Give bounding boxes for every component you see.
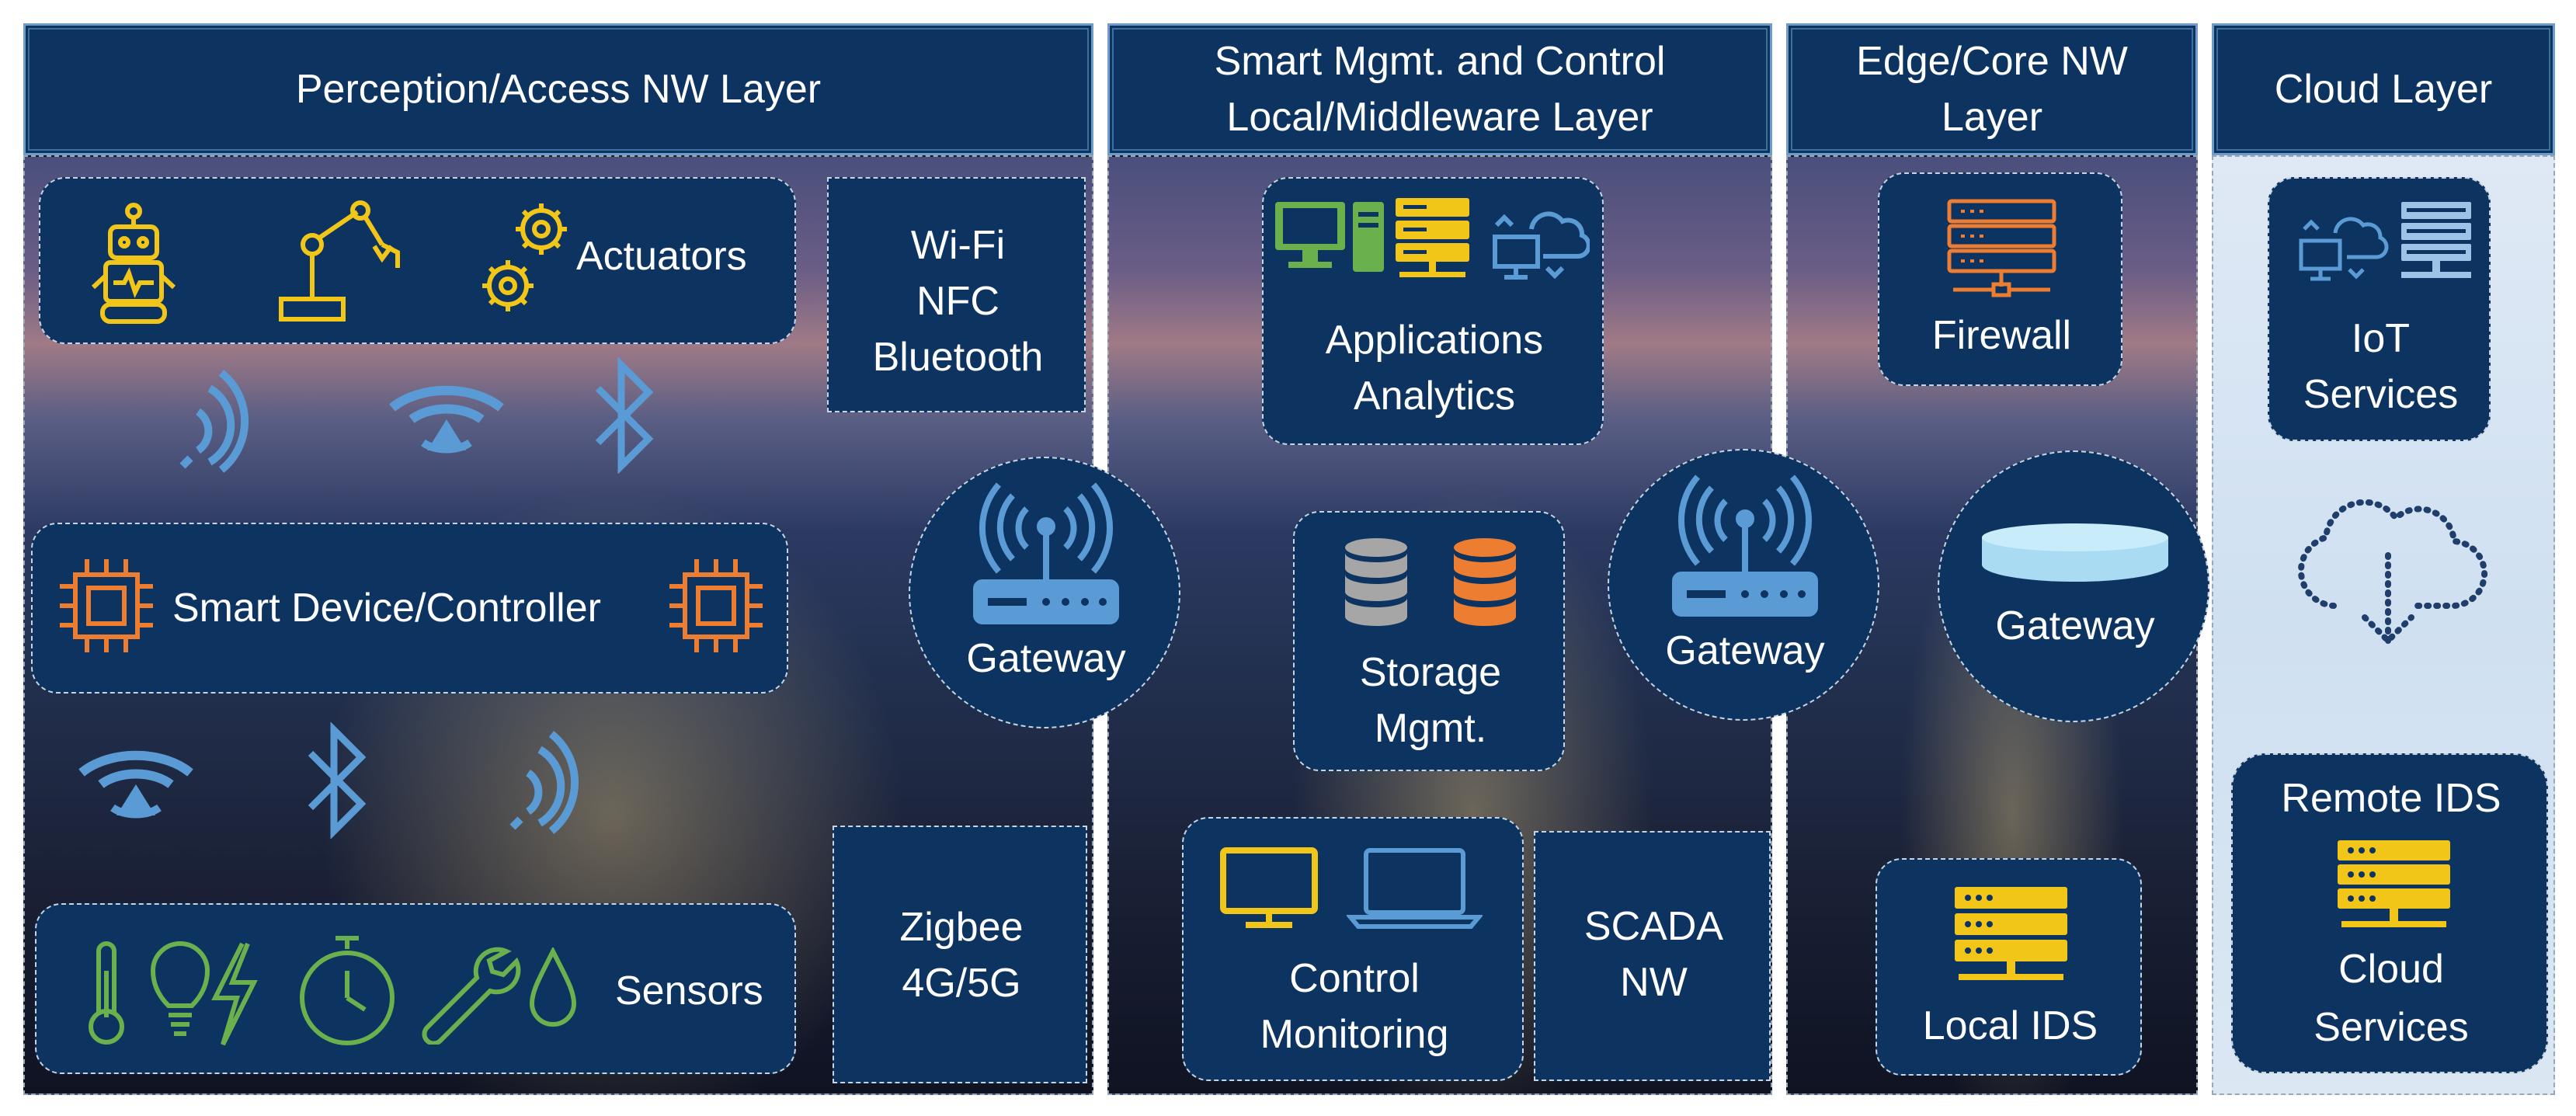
sensors-box: Sensors (35, 903, 796, 1074)
smart-device-controller-box: Smart Device/Controller (31, 523, 788, 694)
server-rack-icon (2401, 202, 2471, 278)
monitor-icon (1220, 847, 1318, 928)
gateway-disk-icon (1982, 523, 2168, 582)
ids-server-icon (1955, 887, 2067, 980)
chip-icon (60, 559, 153, 652)
gateway-label-3: Gateway (1995, 603, 2155, 648)
desktop-computer-icon (1275, 202, 1384, 272)
router-icon (973, 482, 1119, 624)
firewall-label: Firewall (1931, 313, 2072, 358)
database-icon (1454, 538, 1516, 626)
header-smart-line1: Smart Mgmt. and Control (1214, 39, 1666, 84)
applications-label: Applications (1325, 318, 1544, 363)
wifi-signal-icon (509, 731, 579, 834)
header-smart-line2: Local/Middleware Layer (1226, 95, 1653, 140)
wrench-icon (422, 947, 521, 1045)
firewall-server-icon (1947, 199, 2056, 297)
water-drop-icon (529, 947, 577, 1027)
cloud-download-icon (2298, 499, 2488, 645)
smart-device-label: Smart Device/Controller (172, 586, 601, 631)
remote-ids-box: Remote IDS Cloud Services (2231, 753, 2548, 1073)
analytics-label: Analytics (1353, 374, 1516, 419)
cloud-sync-icon (1493, 211, 1590, 280)
protocol-bluetooth: Bluetooth (872, 335, 1044, 380)
cloud-label: Cloud (2338, 947, 2444, 992)
gears-icon (482, 203, 567, 311)
protocol-nfc: NFC (916, 279, 999, 324)
rfid-signal-icon (389, 385, 504, 454)
database-icon (1345, 538, 1407, 626)
bluetooth-icon (595, 357, 654, 474)
gateway-circle-1: Gateway (909, 457, 1180, 728)
lightning-icon (211, 942, 258, 1046)
gateway-circle-3: Gateway (1938, 450, 2209, 722)
local-ids-label: Local IDS (1922, 1003, 2098, 1048)
control-monitoring-box: Control Monitoring (1182, 817, 1524, 1081)
protocol-zigbee: Zigbee (899, 905, 1024, 950)
monitoring-label: Monitoring (1260, 1012, 1449, 1057)
header-perception-layer: Perception/Access NW Layer (23, 23, 1093, 155)
control-label: Control (1289, 956, 1420, 1001)
actuators-box: Actuators (39, 177, 796, 344)
storage-mgmt-box: Storage Mgmt. (1293, 511, 1565, 771)
chip-icon (669, 559, 763, 652)
cellular-protocols-box: Zigbee 4G/5G (833, 826, 1087, 1083)
gateway-label-2: Gateway (1665, 628, 1825, 673)
protocol-wifi: Wi-Fi (910, 223, 1006, 268)
rfid-signal-icon (78, 750, 193, 819)
mgmt-label: Mgmt. (1374, 706, 1487, 751)
wifi-signal-icon (179, 370, 249, 473)
robotic-arm-icon (279, 200, 400, 322)
gateway-circle-2: Gateway (1608, 449, 1879, 721)
gateway-label-1: Gateway (966, 636, 1126, 681)
robot-icon (91, 203, 176, 324)
services-label: Services (2303, 372, 2459, 417)
applications-analytics-box: Applications Analytics (1262, 177, 1604, 445)
ids-server-icon (2338, 840, 2450, 927)
actuators-label: Actuators (576, 234, 747, 279)
header-cloud-text: Cloud Layer (2274, 67, 2493, 112)
laptop-icon (1347, 848, 1483, 929)
header-edge-line2: Layer (1941, 95, 2043, 140)
local-ids-box: Local IDS (1876, 858, 2142, 1076)
header-cloud-layer: Cloud Layer (2212, 23, 2555, 155)
firewall-box: Firewall (1878, 172, 2122, 386)
lightbulb-icon (150, 941, 210, 1036)
nw-label: NW (1620, 960, 1688, 1005)
thermometer-icon (89, 941, 124, 1045)
iot-services-box: IoT Services (2268, 177, 2491, 441)
cloud-sync-icon (2299, 217, 2389, 281)
header-smart-layer: Smart Mgmt. and Control Local/Middleware… (1107, 23, 1772, 155)
header-edge-layer: Edge/Core NW Layer (1786, 23, 2198, 155)
server-icon (1396, 198, 1469, 277)
iot-label: IoT (2351, 316, 2411, 361)
sensors-label: Sensors (615, 968, 763, 1013)
cloud-services-label: Services (2314, 1005, 2469, 1050)
wireless-protocols-box: Wi-Fi NFC Bluetooth (827, 177, 1086, 412)
header-edge-line1: Edge/Core NW (1856, 39, 2128, 84)
stopwatch-icon (300, 936, 395, 1045)
header-perception-text: Perception/Access NW Layer (295, 67, 822, 112)
remote-ids-label: Remote IDS (2281, 776, 2501, 821)
protocol-4g-5g: 4G/5G (902, 961, 1021, 1006)
storage-label: Storage (1359, 650, 1502, 695)
scada-nw-box: SCADA NW (1534, 831, 1771, 1081)
scada-label: SCADA (1583, 904, 1724, 949)
bluetooth-icon (308, 722, 367, 839)
router-icon (1672, 475, 1818, 617)
